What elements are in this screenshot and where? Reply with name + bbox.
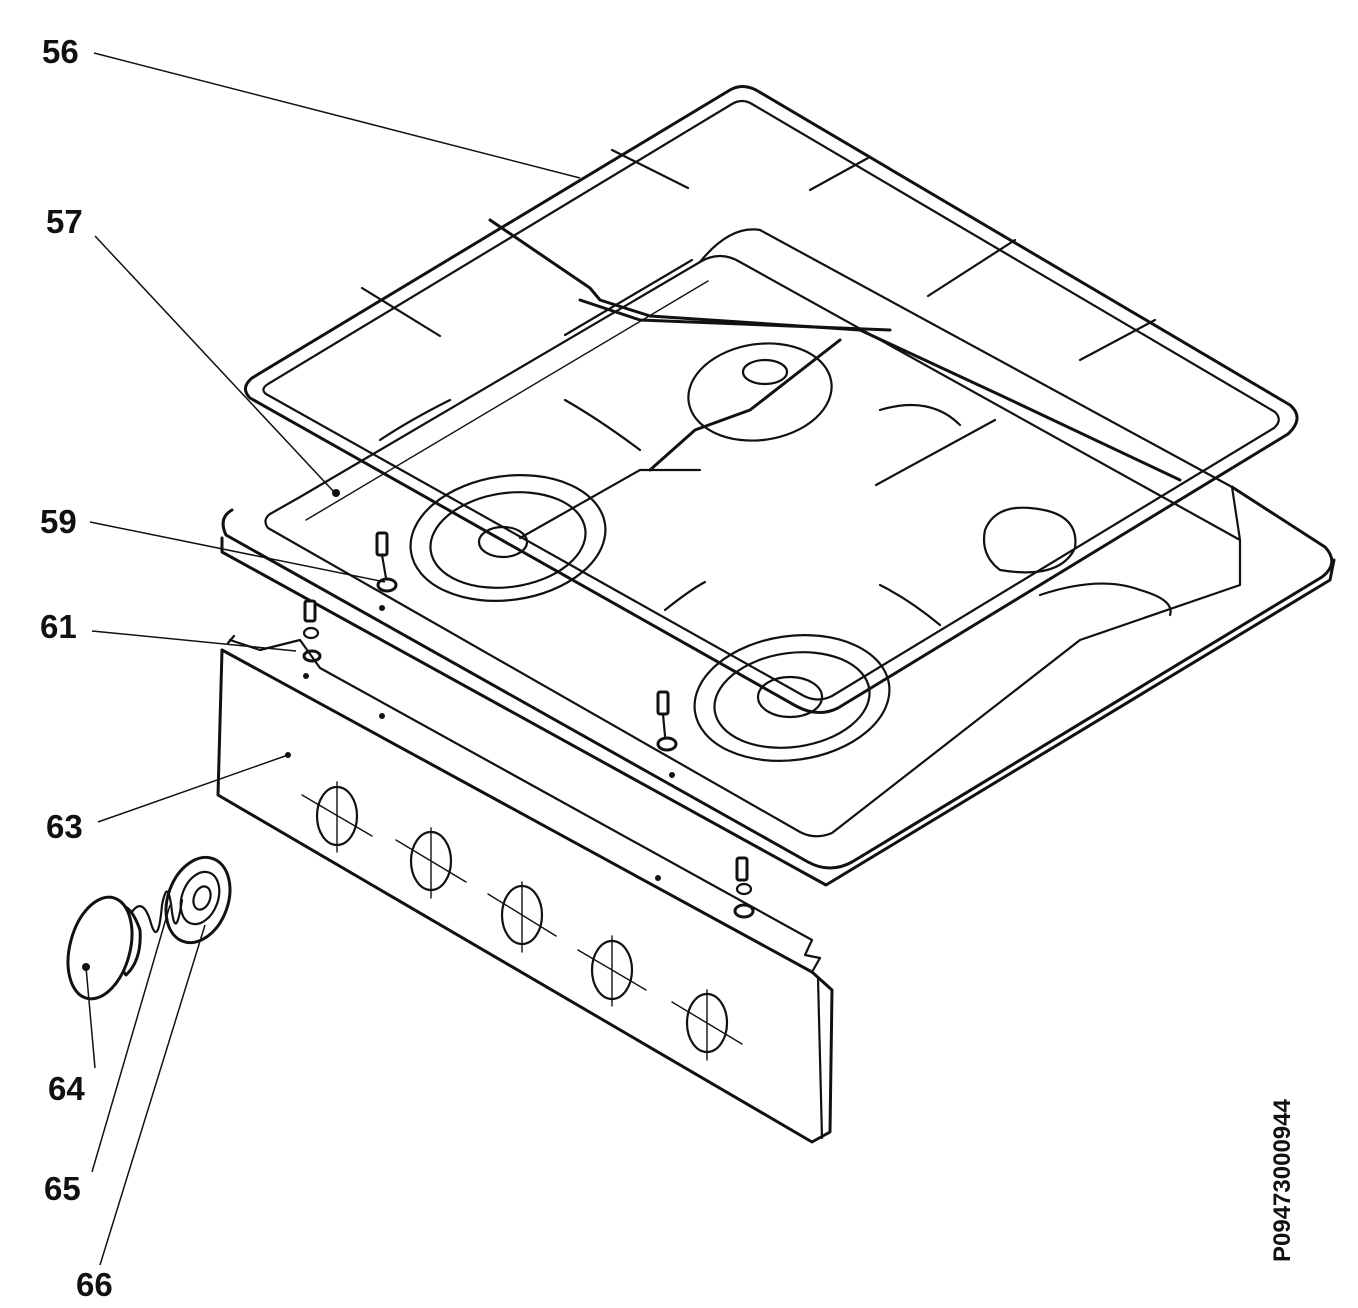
callout-56: 56 — [42, 33, 79, 70]
callout-labels: 56 57 59 61 63 64 65 66 — [40, 33, 113, 1303]
knob-opening-1 — [301, 781, 373, 853]
knob-opening-4 — [577, 935, 647, 1007]
knob-opening-2 — [395, 827, 467, 899]
leader-lines — [85, 52, 581, 1266]
screw-center — [656, 690, 678, 752]
callout-66: 66 — [76, 1266, 113, 1303]
callout-63: 63 — [46, 808, 83, 845]
screw-61 — [302, 599, 322, 663]
knob-opening-5 — [671, 989, 743, 1061]
knob — [66, 895, 142, 1001]
screw-right — [733, 856, 755, 919]
callout-59: 59 — [40, 503, 77, 540]
callout-65: 65 — [44, 1170, 81, 1207]
knob-ring — [164, 855, 232, 945]
pan-support-grid — [244, 85, 1299, 714]
reference-code: P09473000944 — [1269, 1099, 1296, 1262]
control-panel — [216, 634, 834, 1144]
burner-front — [693, 634, 891, 762]
callout-64: 64 — [48, 1070, 85, 1107]
callout-57: 57 — [46, 203, 83, 240]
burner-left — [409, 474, 607, 602]
spring — [123, 890, 184, 934]
hob-top — [220, 228, 1336, 887]
burner-rear — [687, 342, 833, 442]
callout-61: 61 — [40, 608, 77, 645]
screw-59 — [375, 531, 398, 593]
knob-opening-3 — [487, 881, 557, 953]
